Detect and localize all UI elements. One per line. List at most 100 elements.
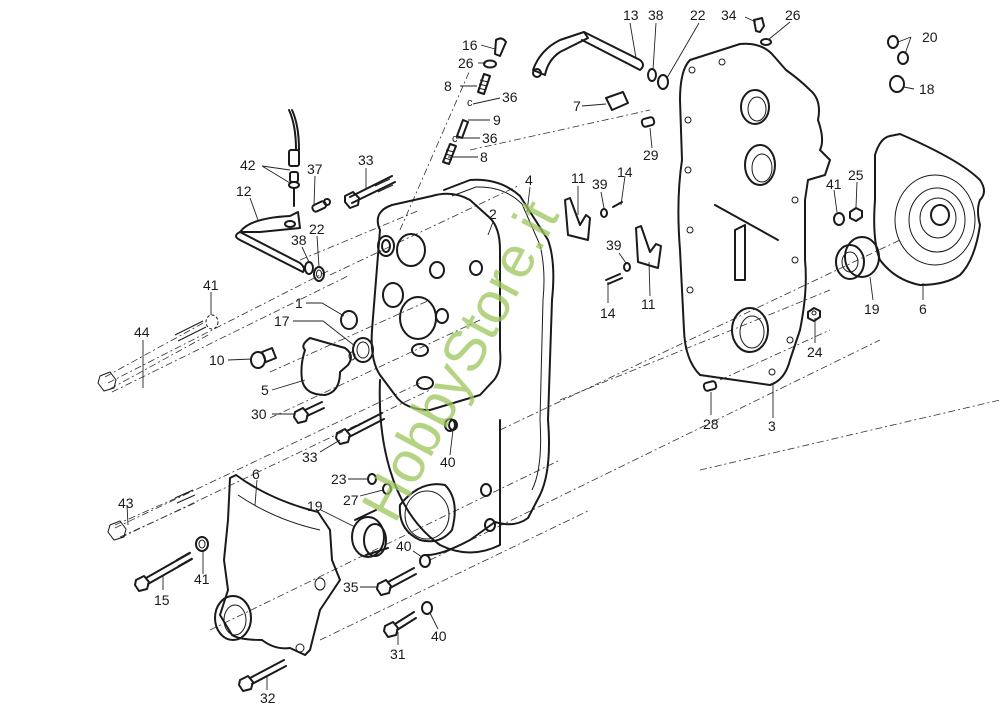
cover-6-right-drawing bbox=[873, 133, 985, 286]
callout-26: 26 bbox=[458, 55, 474, 71]
callout-38: 38 bbox=[291, 232, 307, 248]
callout-22: 22 bbox=[309, 221, 325, 237]
seal-17-drawing bbox=[352, 337, 374, 363]
cable-42-drawing bbox=[288, 109, 300, 207]
callout-41: 41 bbox=[826, 176, 842, 192]
callout-23: 23 bbox=[331, 471, 347, 487]
callout-25: 25 bbox=[848, 167, 864, 183]
pin-28-drawing bbox=[702, 380, 718, 392]
callout-40: 40 bbox=[431, 628, 447, 644]
callout-39: 39 bbox=[592, 176, 608, 192]
plug-10-drawing bbox=[250, 347, 277, 369]
callout-7: 7 bbox=[573, 98, 581, 114]
callout-6: 6 bbox=[919, 301, 927, 317]
callout-27: 27 bbox=[343, 492, 359, 508]
washers-40 bbox=[419, 419, 458, 615]
plug-1-drawing bbox=[340, 310, 358, 330]
callout-11: 11 bbox=[641, 296, 656, 312]
callout-19: 19 bbox=[307, 498, 323, 514]
callout-42: 42 bbox=[240, 157, 256, 173]
pin-37-drawing bbox=[311, 198, 331, 213]
callout-9: 9 bbox=[493, 112, 501, 128]
callout-11: 11 bbox=[571, 170, 586, 186]
ring-18-drawing bbox=[889, 75, 905, 93]
callout-8: 8 bbox=[444, 78, 452, 94]
bolt-31-drawing bbox=[383, 611, 417, 638]
callout-22: 22 bbox=[690, 7, 706, 23]
bolt-33-top-drawing bbox=[344, 175, 396, 209]
callout-40: 40 bbox=[396, 538, 412, 554]
callout-34: 34 bbox=[721, 7, 737, 23]
callout-41: 41 bbox=[203, 277, 219, 293]
callout-35: 35 bbox=[343, 579, 359, 595]
washer-41-right bbox=[833, 212, 845, 226]
callout-20: 20 bbox=[922, 29, 938, 45]
rings-38-22-top bbox=[647, 68, 669, 90]
callout-41: 41 bbox=[194, 571, 210, 587]
callout-6: 6 bbox=[252, 466, 260, 482]
callout-30: 30 bbox=[251, 406, 267, 422]
seal-19-lower-drawing bbox=[351, 509, 389, 558]
callout-1: 1 bbox=[295, 295, 303, 311]
nut-25-drawing bbox=[849, 207, 863, 222]
callout-17: 17 bbox=[274, 313, 290, 329]
callout-19: 19 bbox=[864, 301, 880, 317]
bolt-43-drawing bbox=[107, 489, 196, 541]
housing-2-drawing bbox=[370, 192, 502, 411]
callout-labels: 16 26 8 36 9 36 8 33 42 37 12 38 22 41 4… bbox=[118, 7, 938, 706]
callout-16: 16 bbox=[462, 37, 478, 53]
callout-26: 26 bbox=[785, 7, 801, 23]
assembly-axes bbox=[107, 69, 1000, 641]
callout-36: 36 bbox=[482, 130, 498, 146]
callout-12: 12 bbox=[236, 183, 252, 199]
callout-8: 8 bbox=[480, 149, 488, 165]
shift-arm-13-drawing bbox=[532, 31, 644, 78]
callout-10: 10 bbox=[209, 352, 225, 368]
bolt-44-drawing bbox=[97, 320, 211, 392]
bolt-35-drawing bbox=[376, 567, 417, 596]
callout-4: 4 bbox=[525, 172, 533, 188]
callout-5: 5 bbox=[261, 382, 269, 398]
bolt-33-mid-drawing bbox=[335, 412, 385, 445]
block-7-drawing bbox=[605, 91, 629, 111]
callout-33: 33 bbox=[358, 152, 374, 168]
callout-37: 37 bbox=[307, 161, 323, 177]
plug-34-washer-26-drawing bbox=[753, 17, 772, 46]
gasket-4-drawing bbox=[424, 178, 555, 557]
rings-38-22-left bbox=[304, 261, 325, 282]
callout-24: 24 bbox=[807, 344, 823, 360]
housing-3-drawing bbox=[677, 42, 831, 386]
cover-6-lower-drawing bbox=[214, 474, 341, 656]
callout-31: 31 bbox=[390, 646, 406, 662]
callout-32: 32 bbox=[260, 690, 276, 706]
bolt-15-drawing bbox=[134, 551, 193, 592]
screws-14-washers-39 bbox=[600, 201, 631, 285]
callout-43: 43 bbox=[118, 495, 134, 511]
callout-33: 33 bbox=[302, 449, 318, 465]
pin-29-drawing bbox=[640, 116, 656, 128]
lever-12-drawing bbox=[235, 211, 305, 273]
leader-lines bbox=[126, 16, 924, 690]
callout-36: 36 bbox=[502, 89, 518, 105]
nut-24-drawing bbox=[807, 307, 821, 322]
rings-20-drawing bbox=[887, 35, 909, 65]
cover-5-drawing bbox=[300, 337, 356, 396]
callout-18: 18 bbox=[919, 81, 935, 97]
callout-38: 38 bbox=[648, 7, 664, 23]
callout-14: 14 bbox=[617, 164, 633, 180]
callout-39: 39 bbox=[606, 237, 622, 253]
washer-41-lower bbox=[195, 536, 209, 552]
callout-2: 2 bbox=[489, 206, 497, 222]
forks-11-drawing bbox=[564, 197, 662, 269]
svg-text:c: c bbox=[452, 133, 458, 145]
seal-19-right-drawing bbox=[835, 236, 880, 280]
callout-28: 28 bbox=[703, 416, 719, 432]
bolt-30-drawing bbox=[293, 401, 325, 424]
svg-text:c: c bbox=[467, 97, 473, 109]
callout-15: 15 bbox=[154, 592, 170, 608]
callout-14: 14 bbox=[600, 305, 616, 321]
callout-29: 29 bbox=[643, 147, 659, 163]
bolt-32-drawing bbox=[238, 659, 287, 692]
